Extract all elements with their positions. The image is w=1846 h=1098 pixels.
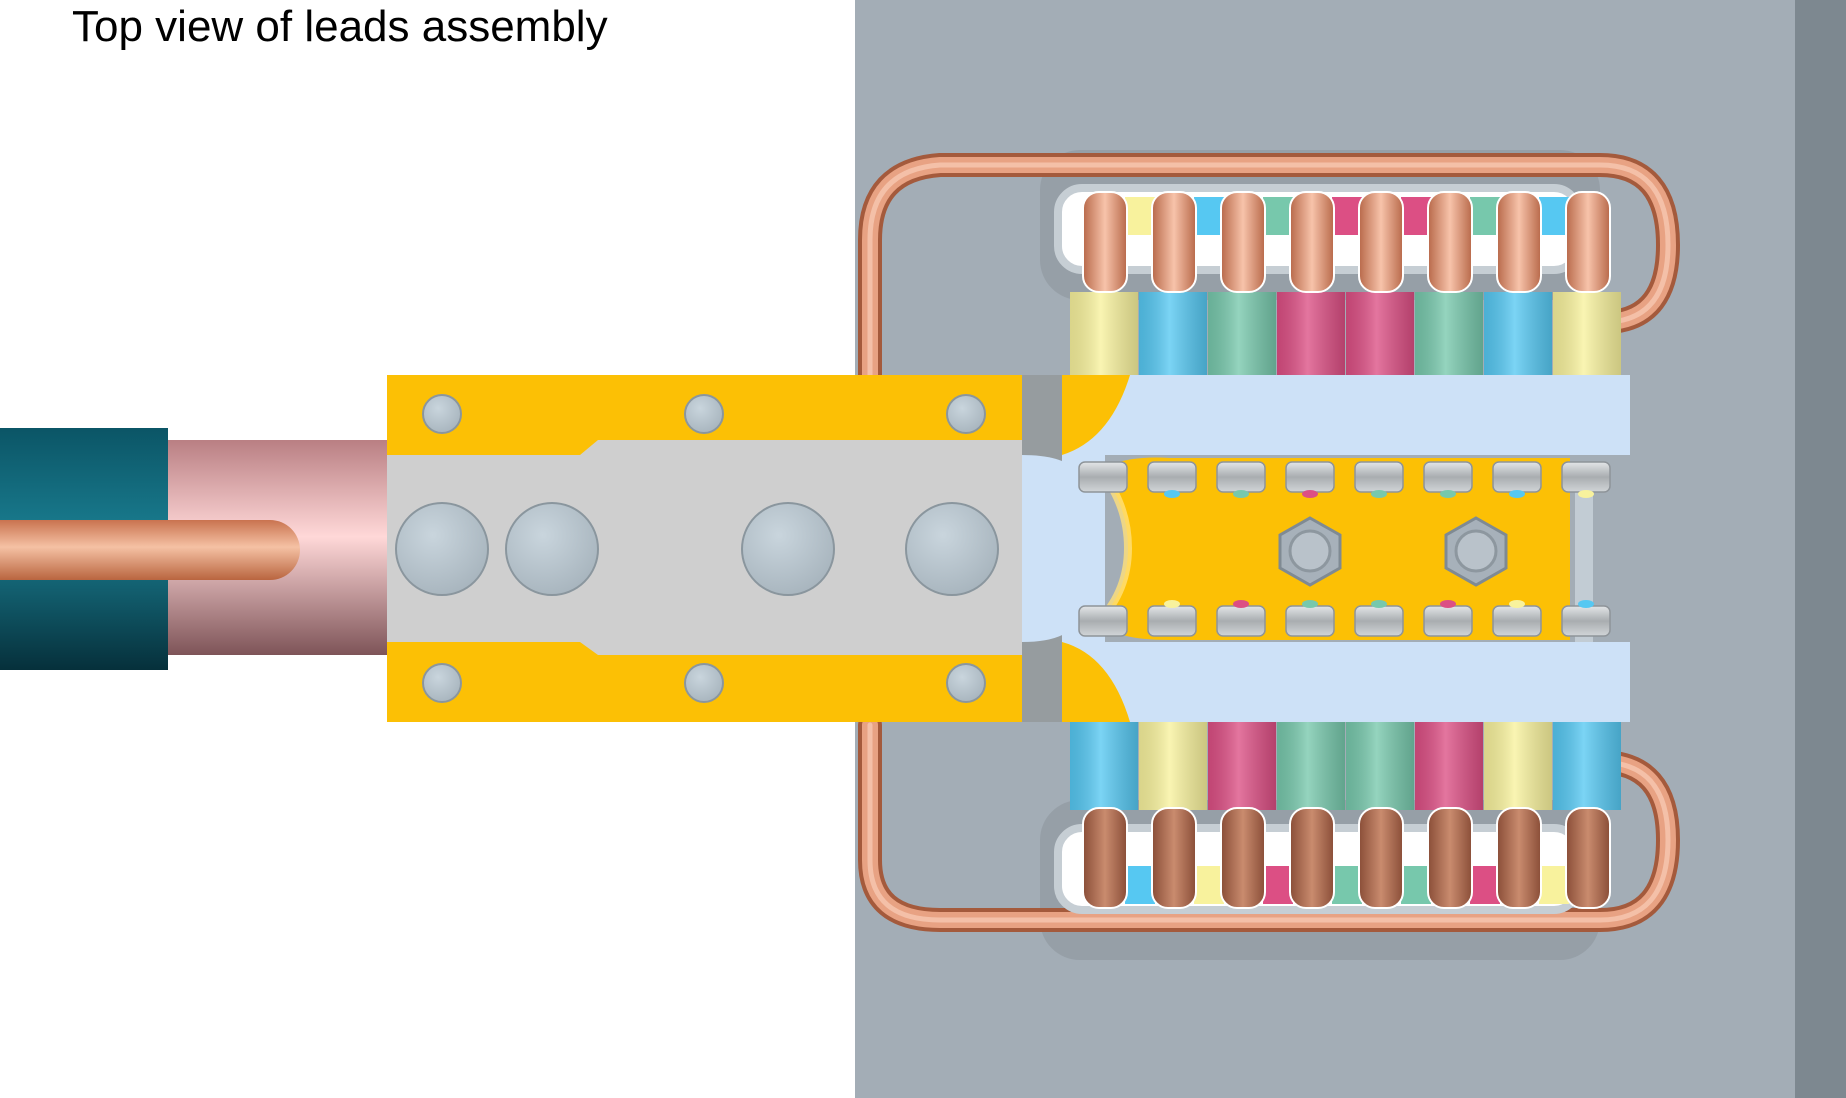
top-nut <box>1078 461 1128 493</box>
clamp-bolts <box>395 394 999 703</box>
incoming-cable <box>0 428 450 670</box>
bottom-lead-shade <box>1070 720 1138 810</box>
bottom-nut <box>1078 605 1128 637</box>
top-copper-ring <box>1220 191 1266 293</box>
top-lead-tail-green <box>1263 197 1293 235</box>
top-nut <box>1492 461 1542 498</box>
top-lead-shade <box>1070 292 1138 378</box>
top-lead-tail-green <box>1470 197 1500 235</box>
bottom-lead-tail-green <box>1401 866 1431 904</box>
bottom-nut <box>1561 600 1611 637</box>
top-copper-ring <box>1565 191 1611 293</box>
bottom-lead-nuts <box>1078 600 1611 637</box>
top-lead-shade <box>1484 292 1552 378</box>
top-copper-ring <box>1496 191 1542 293</box>
top-lead-tail-blue <box>1194 197 1224 235</box>
top-nut <box>1216 461 1266 498</box>
hex-bolt-left <box>1278 516 1342 587</box>
plate-edge <box>1795 0 1846 1098</box>
bottom-lead-tail-magenta <box>1263 866 1293 904</box>
top-lead-tail-magenta <box>1332 197 1362 235</box>
bottom-lead-shade <box>1139 720 1207 810</box>
large-clamp-bolt <box>905 502 999 596</box>
bottom-copper-rings <box>1082 807 1611 909</box>
bottom-copper-ring <box>1082 807 1128 909</box>
bottom-lead-tail-green <box>1332 866 1362 904</box>
bottom-lead-shade <box>1208 720 1276 810</box>
top-lead-tubes <box>1070 292 1621 378</box>
small-clamp-bolt <box>684 394 724 434</box>
top-nut <box>1423 461 1473 498</box>
top-copper-ring <box>1151 191 1197 293</box>
bottom-lead-shade <box>1553 720 1621 810</box>
top-lead-shade <box>1277 292 1345 378</box>
diagram-title: Top view of leads assembly <box>72 2 608 51</box>
bottom-copper-ring <box>1289 807 1335 909</box>
top-copper-ring <box>1427 191 1473 293</box>
bottom-nut <box>1285 600 1335 637</box>
bottom-lead-shade <box>1415 720 1483 810</box>
small-clamp-bolt <box>422 394 462 434</box>
top-lead-shade <box>1208 292 1276 378</box>
bottom-copper-ring <box>1496 807 1542 909</box>
top-lead-shade <box>1139 292 1207 378</box>
bottom-copper-ring <box>1565 807 1611 909</box>
top-lead-shade <box>1553 292 1621 378</box>
top-nut <box>1285 461 1335 498</box>
large-clamp-bolt <box>741 502 835 596</box>
grey-clamp-insert <box>387 440 1022 655</box>
top-copper-ring <box>1289 191 1335 293</box>
bottom-copper-ring <box>1151 807 1197 909</box>
top-nut <box>1354 461 1404 498</box>
top-lead-shade <box>1415 292 1483 378</box>
bottom-lead-tail-blue <box>1125 866 1155 904</box>
bottom-lead-tail-yellow <box>1194 866 1224 904</box>
bottom-lead-shade <box>1346 720 1414 810</box>
bottom-nut <box>1492 600 1542 637</box>
copper-conductor <box>0 520 300 580</box>
top-lead-tail-yellow <box>1125 197 1155 235</box>
bottom-lead-shade <box>1277 720 1345 810</box>
bottom-nut <box>1354 600 1404 637</box>
top-nut <box>1147 461 1197 498</box>
small-clamp-bolt <box>684 663 724 703</box>
bottom-lead-tubes <box>1070 720 1621 810</box>
bottom-nut <box>1147 600 1197 637</box>
hex-bolt-right <box>1444 516 1508 587</box>
bottom-copper-ring <box>1358 807 1404 909</box>
top-lead-tail-blue <box>1539 197 1569 235</box>
bottom-nut <box>1216 600 1266 637</box>
top-copper-ring <box>1082 191 1128 293</box>
top-copper-rings <box>1082 191 1611 293</box>
top-lead-tail-magenta <box>1401 197 1431 235</box>
copper-loop-tube <box>858 153 1680 932</box>
bottom-lead-tail-yellow <box>1539 866 1569 904</box>
small-clamp-bolt <box>946 663 986 703</box>
bottom-copper-ring <box>1220 807 1266 909</box>
bottom-lead-shade <box>1484 720 1552 810</box>
small-clamp-bolt <box>946 394 986 434</box>
top-lead-nuts <box>1078 461 1611 498</box>
small-clamp-bolt <box>422 663 462 703</box>
bottom-copper-ring <box>1427 807 1473 909</box>
top-nut <box>1561 461 1611 498</box>
large-clamp-bolt <box>505 502 599 596</box>
top-copper-ring <box>1358 191 1404 293</box>
bottom-lead-tail-magenta <box>1470 866 1500 904</box>
bottom-nut <box>1423 600 1473 637</box>
large-clamp-bolt <box>395 502 489 596</box>
top-lead-shade <box>1346 292 1414 378</box>
